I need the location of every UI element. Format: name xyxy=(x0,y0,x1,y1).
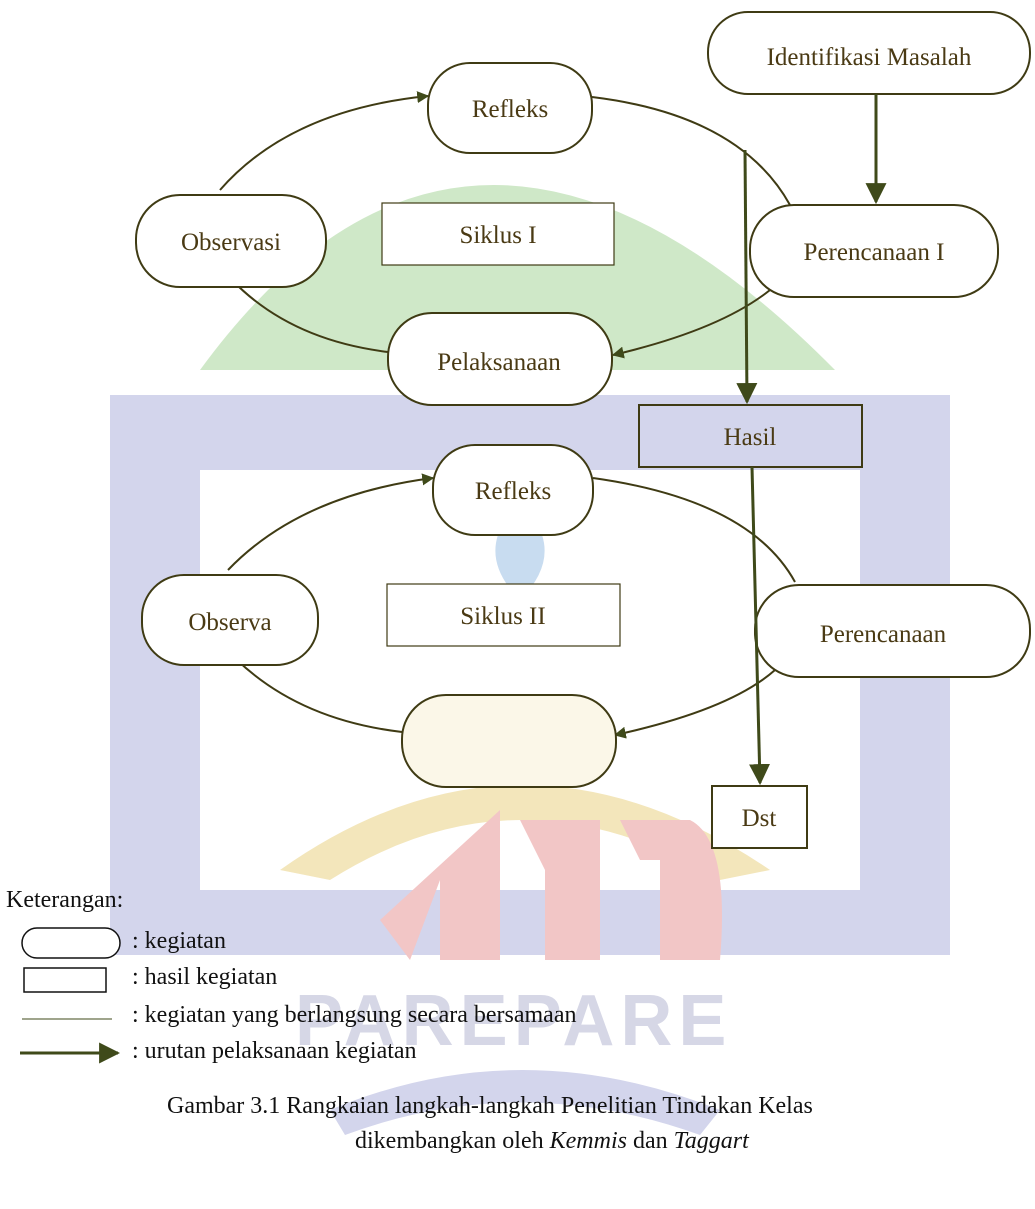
c2-arc-perencanaan-to-pelaksanaa xyxy=(613,669,776,739)
watermark-yellow-arc xyxy=(280,785,770,880)
c1-refleks-label: Refleks xyxy=(472,96,548,123)
watermark-text: PAREPARE xyxy=(295,981,732,1061)
watermark-dome xyxy=(200,185,835,370)
c1-observasi-label: Observasi xyxy=(181,229,281,256)
caption-author-2: Taggart xyxy=(673,1128,749,1154)
c2-perencanaan-label: Perencanaan xyxy=(820,621,947,648)
legend-rounded-box-symbol xyxy=(21,927,121,959)
watermark-red-letters xyxy=(380,810,722,960)
c1-node-siklus: Siklus I xyxy=(381,202,615,266)
identifikasi-label: Identifikasi Masalah xyxy=(767,44,972,71)
c2-arc-observa-to-pelaksanaa xyxy=(236,659,403,733)
cycle-2 xyxy=(227,473,796,739)
legend-symbols xyxy=(20,927,121,1064)
figure-caption-line2: dikembangkan oleh Kemmis dan Taggart xyxy=(355,1128,749,1155)
hasil-label: Hasil xyxy=(724,424,777,451)
node-hasil: Hasil xyxy=(638,404,863,468)
c1-perencanaan-label: Perencanaan I xyxy=(804,239,945,266)
c1-node-pelaksanaan: Pelaksanaan xyxy=(387,312,613,406)
legend-item-hasil-kegiatan: : hasil kegiatan xyxy=(132,964,278,990)
c2-siklus-label: Siklus II xyxy=(460,603,545,630)
legend-box-symbol xyxy=(23,967,107,993)
caption-author-1: Kemmis xyxy=(549,1128,627,1154)
c2-node-perencanaan: Perencanaan xyxy=(754,584,1031,678)
c2-arc-observa-to-refleks xyxy=(227,473,435,571)
c1-pelaksanaan-label: Pelaksanaan xyxy=(437,349,561,376)
dst-label: Dst xyxy=(742,805,777,832)
node-identifikasi-masalah: Identifikasi Masalah xyxy=(707,11,1031,95)
legend-title: Keterangan: xyxy=(6,887,124,913)
c1-arc-observasi-to-refleks xyxy=(219,91,430,191)
c2-refleks-label: Refleks xyxy=(475,478,551,505)
c1-node-observasi: Observasi xyxy=(135,194,327,288)
arrow-hasil-to-dst xyxy=(749,466,771,786)
c2-node-refleks: Refleks xyxy=(432,444,594,536)
cycle-1 xyxy=(219,91,791,359)
arrow-cycle1-to-hasil xyxy=(736,149,758,405)
c1-arc-perencanaan-to-pelaksanaan xyxy=(611,289,771,359)
c1-siklus-label: Siklus I xyxy=(459,222,536,249)
caption-text-2: dan xyxy=(626,1128,674,1154)
watermark-bottom-arc xyxy=(330,1070,720,1135)
c2-arc-refleks-to-perencanaan xyxy=(592,477,796,583)
legend-item-urutan: : urutan pelaksanaan kegiatan xyxy=(132,1038,417,1064)
legend-item-bersamaan: : kegiatan yang berlangsung secara bersa… xyxy=(132,1002,577,1028)
figure-caption-line1: Gambar 3.1 Rangkaian langkah-langkah Pen… xyxy=(167,1093,813,1119)
c1-node-perencanaan: Perencanaan I xyxy=(749,204,999,298)
c2-node-siklus: Siklus II xyxy=(386,583,621,647)
c2-node-observa: Observa xyxy=(141,574,319,666)
caption-text-1: dikembangkan oleh xyxy=(355,1128,550,1154)
c1-arc-observasi-to-pelaksanaan xyxy=(231,279,389,353)
legend-item-kegiatan: : kegiatan xyxy=(132,928,226,954)
c1-arc-refleks-to-perencanaan xyxy=(591,96,791,206)
c2-node-pelaksanaa xyxy=(401,694,617,788)
node-dst: Dst xyxy=(711,785,808,849)
c1-node-refleks: Refleks xyxy=(427,62,593,154)
c2-observa-label: Observa xyxy=(188,609,271,636)
watermark-logo: PAREPARE xyxy=(110,185,950,1135)
